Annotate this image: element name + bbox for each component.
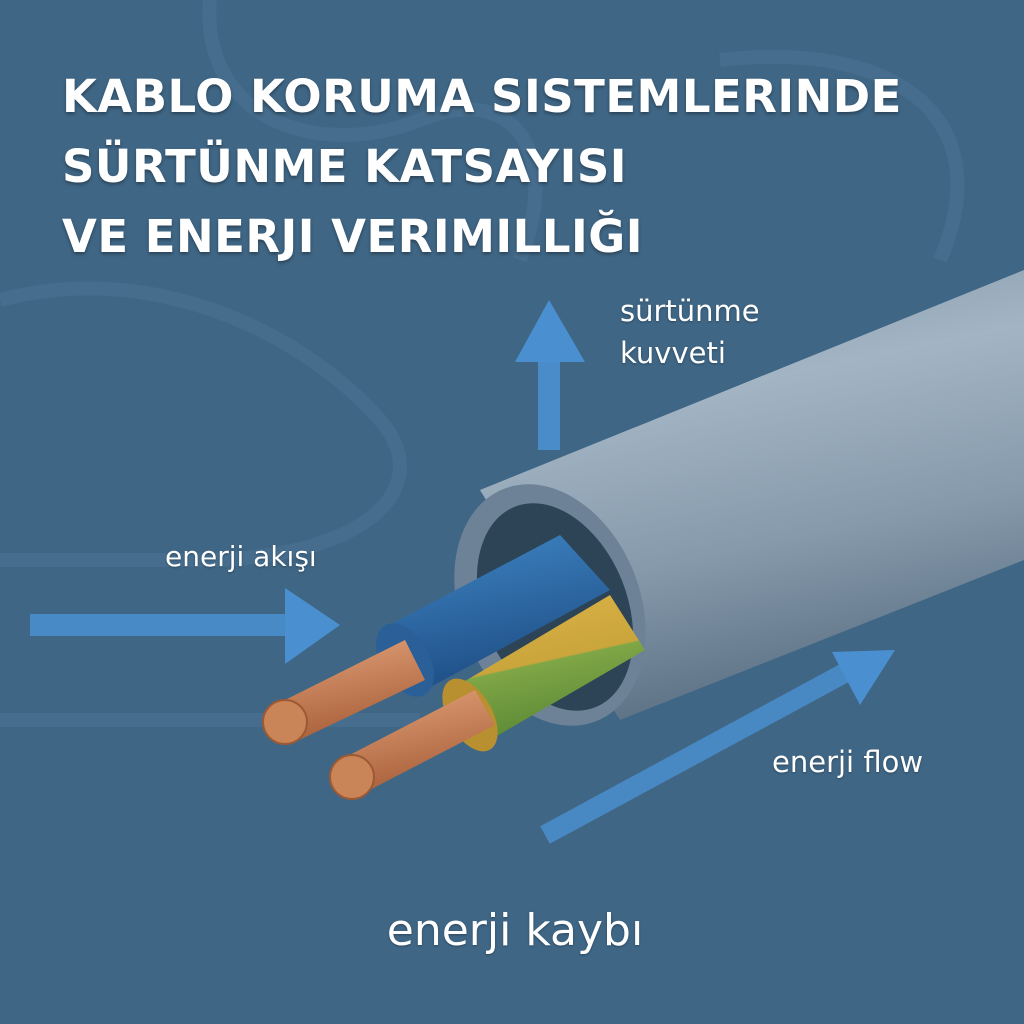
friction-label-line-1: sürtünme [620,294,760,328]
friction-force-label: sürtünme kuvveti [620,290,760,374]
energy-flow-in-label: enerji akışı [165,540,317,573]
copper-strand-end [262,699,308,745]
title-line-1: KABLO KORUMA SISTEMLERINDE [62,70,902,123]
arrow-friction-up [515,300,585,450]
friction-label-line-2: kuvveti [620,336,726,370]
energy-loss-label: enerji kaybı [386,905,644,956]
copper-strand-end [329,754,375,800]
title-line-2: SÜRTÜNME KATSAYISI [62,140,627,193]
yellow-green-wire [329,595,645,800]
energy-flow-out-label: enerji flow [772,745,924,779]
background-pattern [0,0,957,720]
arrow-energy-in [30,588,340,664]
title-line-3: VE ENERJI VERIMILLIĞI [62,210,643,263]
page-title: KABLO KORUMA SISTEMLERINDE SÜRTÜNME KATS… [62,62,902,272]
blue-wire [262,535,610,745]
arrow-energy-out [540,650,895,844]
